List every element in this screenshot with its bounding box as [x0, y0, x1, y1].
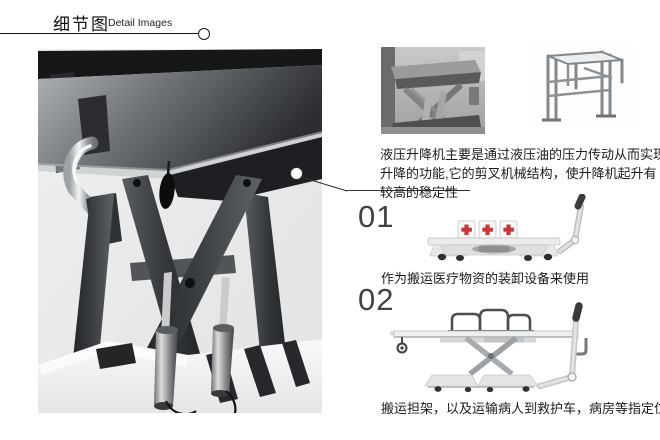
medical-cart-illustration: [427, 193, 586, 261]
section-title-en: Detail Images: [108, 17, 173, 29]
thumb-lift-frame-photo: [528, 46, 634, 127]
section-02-number: 02: [358, 282, 395, 317]
section-01-number: 01: [358, 199, 395, 234]
stretcher-lift-illustration: [390, 302, 588, 393]
section-01-caption: 作为搬运医疗物资的装卸设备来使用: [381, 271, 590, 286]
callout-underline: [346, 190, 470, 191]
thumb1-illustration: [381, 47, 485, 134]
thumb2-illustration: [528, 46, 634, 127]
section-02-caption: 搬运担架，以及运输病人到救护车，病房等指定位置: [381, 401, 660, 416]
usage-01-illustration: [420, 193, 600, 262]
scissor-lift-render-illustration: [38, 49, 322, 422]
usage-02-illustration: [388, 298, 605, 393]
header-rule-line: [0, 33, 199, 34]
hydraulic-lift-description: 液压升降机主要是通过液压油的压力传动从而实现升降的功能,它的剪叉机械结构，使升降…: [380, 147, 660, 200]
callout-leader-line: [300, 176, 348, 192]
main-detail-image: [38, 49, 322, 422]
thumb-scissor-lift-photo: [381, 47, 485, 134]
section-title-zh: 细节图: [53, 15, 110, 34]
header-rule-end-circle: [198, 28, 210, 40]
callout-circle: [290, 167, 303, 180]
